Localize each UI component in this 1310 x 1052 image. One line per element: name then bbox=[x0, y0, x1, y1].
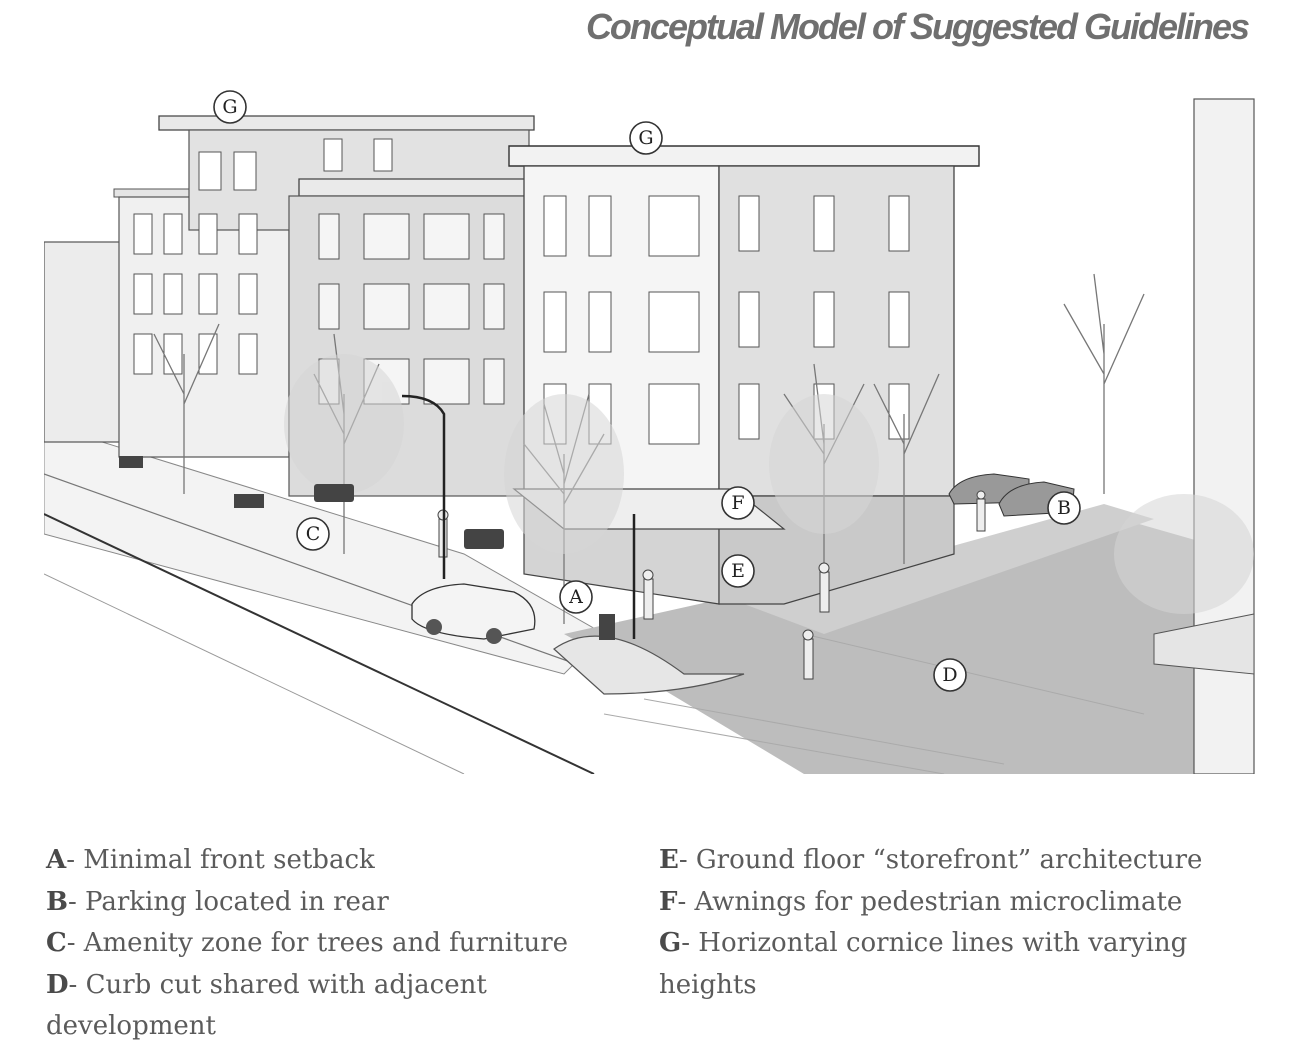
diagram-title: Conceptual Model of Suggested Guidelines bbox=[585, 6, 1250, 47]
svg-text:G: G bbox=[222, 96, 237, 118]
callout-c: C bbox=[296, 517, 330, 551]
crosswalk bbox=[603, 633, 1145, 774]
callout-g-rear-tower: G bbox=[213, 90, 247, 124]
callout-g-main-building: G bbox=[629, 121, 663, 155]
svg-text:C: C bbox=[306, 523, 321, 545]
legend-left-column: A- Minimal front setback B- Parking loca… bbox=[46, 840, 626, 1048]
road-shadow-area bbox=[564, 514, 1244, 774]
callout-b: B bbox=[1047, 491, 1081, 525]
callout-f: F bbox=[721, 486, 755, 520]
street-illustration: A B C D E F G G bbox=[44, 74, 1256, 774]
ground-floor-side bbox=[718, 495, 955, 605]
main-building-cornice bbox=[508, 145, 980, 167]
right-edge-awning bbox=[1153, 613, 1255, 675]
road-edge-line bbox=[44, 513, 595, 774]
svg-text:B: B bbox=[1057, 497, 1071, 519]
legend-item-e: E- Ground floor “storefront” architectur… bbox=[659, 845, 1203, 875]
curb-line bbox=[44, 473, 605, 675]
road-lane-line bbox=[44, 573, 465, 774]
svg-text:E: E bbox=[731, 560, 745, 582]
callout-e: E bbox=[721, 554, 755, 588]
street-drawing: A B C D E F G G bbox=[44, 90, 1255, 774]
cafe-tables bbox=[119, 456, 504, 549]
legend-item-d: D- Curb cut shared with adjacent develop… bbox=[46, 969, 487, 1042]
legend-item-b: B- Parking located in rear bbox=[46, 886, 389, 917]
far-left-building bbox=[44, 241, 125, 443]
legend-item-g: G- Horizontal cornice lines with varying… bbox=[659, 928, 1188, 1000]
trash-bin bbox=[599, 614, 615, 640]
svg-text:A: A bbox=[568, 586, 583, 608]
legend-item-a: A- Minimal front setback bbox=[46, 845, 375, 875]
corner-curb bbox=[553, 635, 745, 695]
side-street bbox=[744, 504, 1154, 634]
rear-tower-cornice bbox=[158, 115, 535, 131]
left-building-windows bbox=[133, 138, 393, 375]
callout-d: D bbox=[933, 658, 967, 692]
svg-text:G: G bbox=[638, 127, 653, 149]
svg-text:F: F bbox=[731, 492, 744, 514]
callout-a: A bbox=[559, 580, 593, 614]
middle-building-cornice bbox=[298, 178, 530, 197]
legend-item-f: F- Awnings for pedestrian microclimate bbox=[659, 886, 1183, 917]
street-car bbox=[411, 583, 536, 644]
left-building-roof bbox=[113, 188, 195, 198]
street-lamps bbox=[401, 394, 636, 639]
legend-item-c: C- Amenity zone for trees and furniture bbox=[46, 928, 569, 958]
svg-text:D: D bbox=[942, 664, 957, 686]
legend-right-column: E- Ground floor “storefront” architectur… bbox=[659, 840, 1259, 1006]
tree-canopy-shadows bbox=[284, 354, 1254, 614]
